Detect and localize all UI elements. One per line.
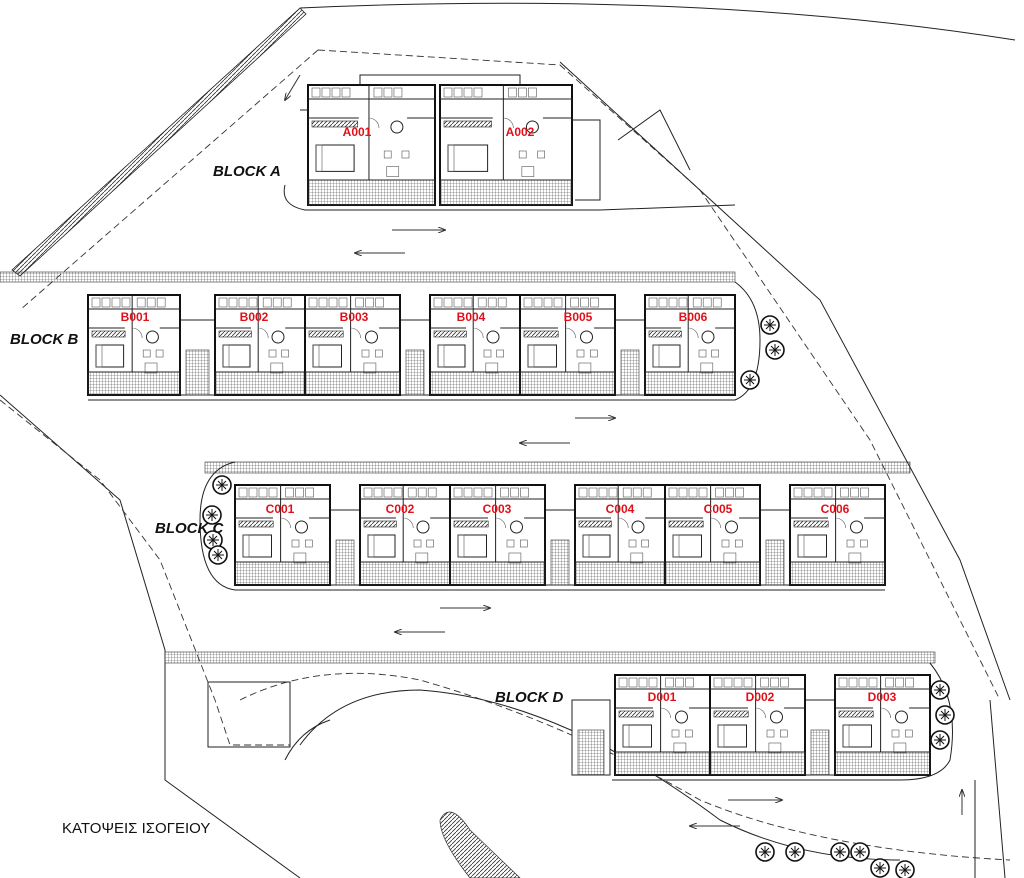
tree-icon — [785, 842, 805, 862]
unit-label: C001 — [266, 502, 295, 516]
tree-icon — [755, 842, 775, 862]
apartment-unit[interactable] — [834, 674, 931, 776]
stairwell — [544, 509, 576, 586]
tree-icon — [930, 730, 950, 750]
tree-icon — [202, 505, 222, 525]
tree-icon — [850, 842, 870, 862]
tree-icon — [930, 680, 950, 700]
tree-icon — [895, 860, 915, 878]
block-c-building — [234, 484, 886, 586]
unit-label: D001 — [648, 690, 677, 704]
tree-icon — [212, 475, 232, 495]
apartment-unit[interactable] — [359, 484, 451, 586]
unit-label: D003 — [868, 690, 897, 704]
unit-label: C002 — [386, 502, 415, 516]
traffic-arrows — [285, 74, 962, 826]
block-d-building — [571, 674, 931, 776]
tree-icon — [765, 340, 785, 360]
unit-label: B003 — [340, 310, 369, 324]
apartment-unit[interactable] — [449, 484, 546, 586]
unit-label: B005 — [564, 310, 593, 324]
block-d-label: BLOCK D — [495, 689, 563, 706]
block-a-label: BLOCK A — [213, 163, 281, 180]
apartment-unit[interactable] — [234, 484, 331, 586]
tree-icon — [760, 315, 780, 335]
unit-label: D002 — [746, 690, 775, 704]
stairwell — [179, 319, 216, 396]
unit-label: B006 — [679, 310, 708, 324]
block-labels: BLOCK A BLOCK B BLOCK C BLOCK D — [10, 163, 563, 706]
stairwell — [399, 319, 431, 396]
unit-label: A002 — [506, 125, 535, 139]
apartment-unit[interactable] — [644, 294, 736, 396]
apartment-unit[interactable] — [214, 294, 306, 396]
unit-label: C004 — [606, 502, 635, 516]
tree-icon — [208, 545, 228, 565]
tree-icon — [935, 705, 955, 725]
apartment-unit[interactable] — [439, 84, 573, 206]
unit-label: B002 — [240, 310, 269, 324]
apartment-unit[interactable] — [87, 294, 181, 396]
block-c-label: BLOCK C — [155, 520, 224, 537]
apartment-unit[interactable] — [574, 484, 666, 586]
unit-label: B001 — [121, 310, 150, 324]
unit-label: A001 — [343, 125, 372, 139]
block-b-label: BLOCK B — [10, 331, 78, 348]
direction-arrow-icon — [285, 74, 301, 100]
apartment-unit[interactable] — [789, 484, 886, 586]
unit-label: C005 — [704, 502, 733, 516]
stairwell — [614, 319, 646, 396]
apartment-unit[interactable] — [709, 674, 806, 776]
unit-label: C006 — [821, 502, 850, 516]
tree-icon — [830, 842, 850, 862]
unit-label: B004 — [457, 310, 486, 324]
tree-icon — [870, 858, 890, 878]
stairwell — [759, 509, 791, 586]
stairwell — [571, 699, 611, 776]
buildings — [87, 74, 931, 776]
stairwell — [804, 699, 836, 776]
apartment-unit[interactable] — [664, 484, 761, 586]
block-b-building — [87, 294, 736, 396]
apartment-unit[interactable] — [519, 294, 616, 396]
apartment-unit[interactable] — [614, 674, 711, 776]
drawing-title: ΚΑΤΟΨΕΙΣ ΙΣΟΓΕΙΟΥ — [62, 820, 210, 837]
block-a-building — [307, 84, 573, 206]
tree-icon — [740, 370, 760, 390]
apartment-unit[interactable] — [307, 84, 436, 206]
unit-label: C003 — [483, 502, 512, 516]
stairwell — [329, 509, 361, 586]
apartment-unit[interactable] — [304, 294, 401, 396]
